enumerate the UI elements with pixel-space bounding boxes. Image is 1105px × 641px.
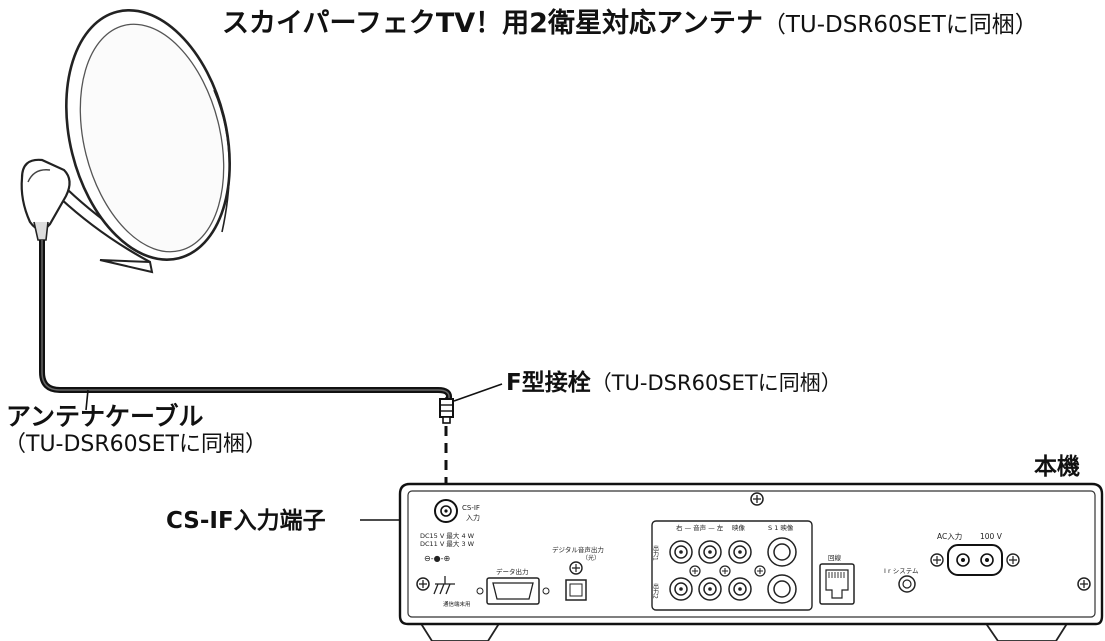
connector-leader-line [453, 383, 503, 402]
unit-label: 本機 [1034, 454, 1080, 480]
csif-terminal-label: CS-IF入力端子 [166, 508, 326, 534]
antenna-title: スカイパーフェクTV！用2衛星対応アンテナ（TU-DSR60SETに同梱） [222, 10, 1038, 37]
panel-data-out-label: データ出力 [496, 567, 529, 576]
satellite-dish-antenna [20, 9, 231, 274]
panel-polarity-symbol: ⊖-●-⊕ [424, 554, 450, 563]
f-connector-note: （TU-DSR60SETに同梱） [590, 371, 842, 395]
cable-leader-line [85, 389, 89, 411]
antenna-cable [39, 240, 453, 403]
panel-csif-label: CS-IF [462, 504, 480, 512]
panel-csif-in-label: 入力 [466, 513, 480, 522]
cable-label: アンテナケーブル [6, 402, 204, 431]
f-connector [439, 398, 454, 424]
cable-note: （TU-DSR60SETに同梱） [4, 432, 267, 457]
panel-out2-label: 出力2 [652, 582, 659, 599]
panel-ir-system-label: I r システム [884, 567, 919, 575]
panel-out1-label: 出力1 [652, 544, 659, 561]
panel-digital-audio-label: デジタル音声出力 [552, 545, 604, 554]
panel-dc-line2: DC11 V 最大 3 W [420, 539, 475, 548]
panel-optical-label: （光） [582, 554, 600, 562]
panel-dc-line1: DC15 V 最大 4 W [420, 531, 475, 540]
panel-line-label: 回線 [828, 553, 842, 562]
panel-audio-label: 右 — 音声 — 左 [676, 523, 724, 532]
panel-video-label: 映像 [732, 523, 746, 532]
panel-voltage-label: 100 V [980, 532, 1003, 541]
f-connector-label: F型接栓（TU-DSR60SETに同梱） [506, 372, 842, 395]
panel-telecom-label: 通信端末用 [443, 600, 471, 608]
antenna-title-note: （TU-DSR60SETに同梱） [762, 12, 1038, 38]
panel-s1-video-label: S 1 映像 [768, 523, 794, 532]
f-connector-name: F型接栓 [506, 370, 591, 396]
panel-ac-in-label: AC入力 [937, 531, 962, 541]
antenna-title-main: スカイパーフェクTV！用2衛星対応アンテナ [222, 8, 763, 39]
receiver-rear-panel [398, 482, 1104, 641]
